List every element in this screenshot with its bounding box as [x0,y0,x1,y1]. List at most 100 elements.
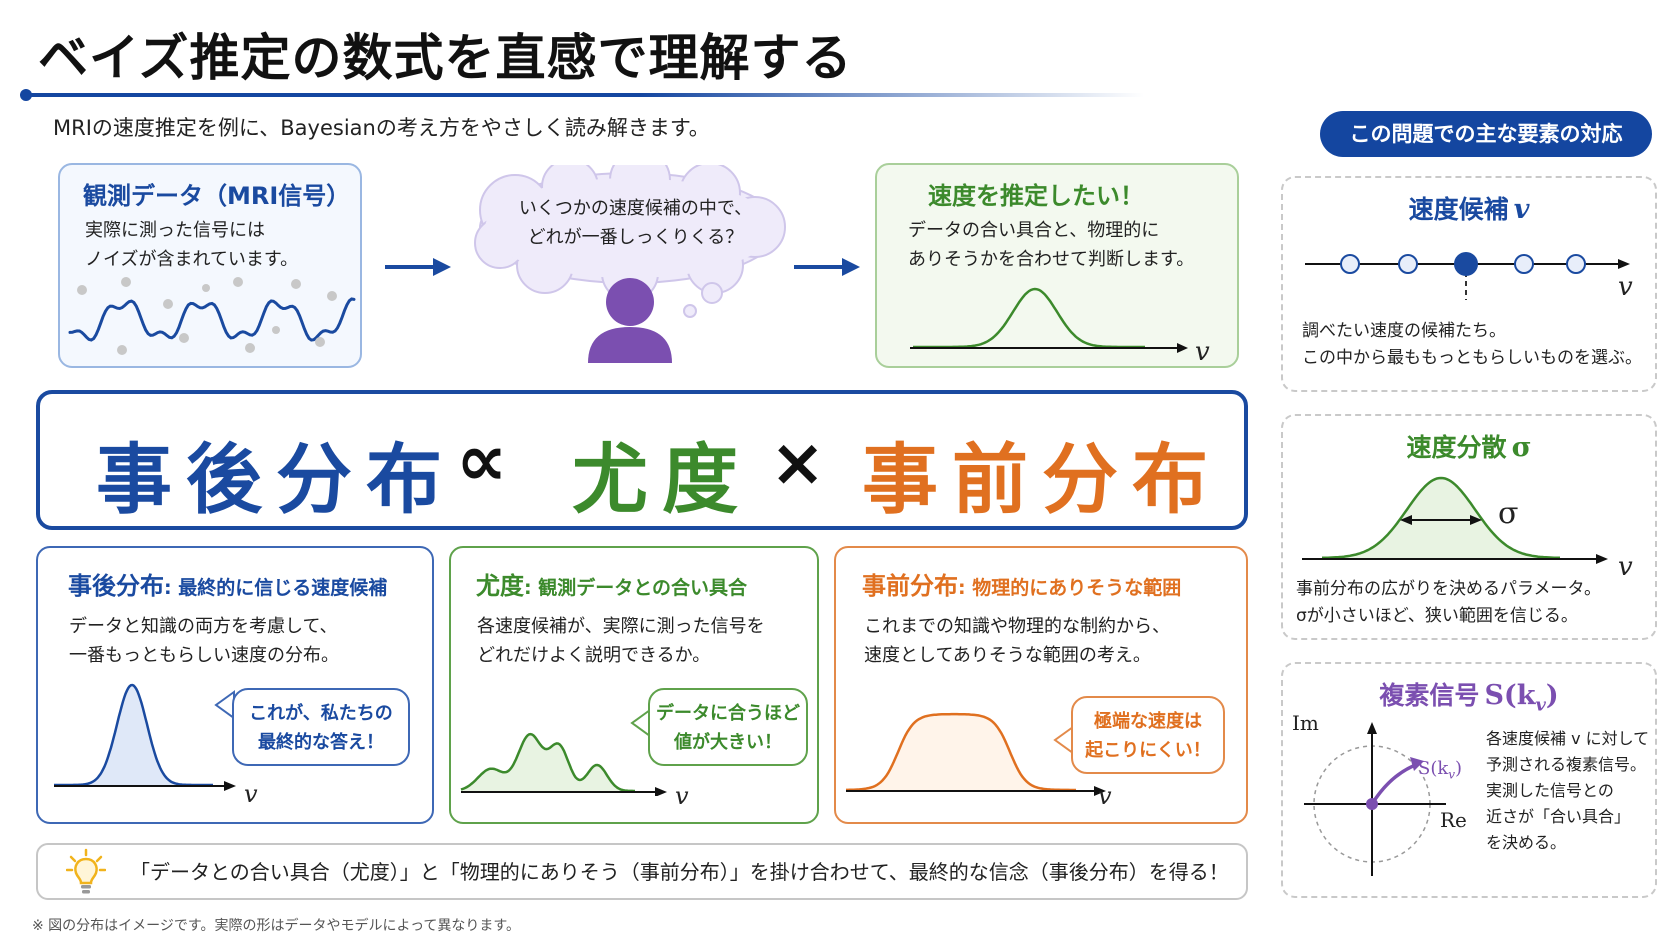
posterior-line-1: データと知識の両方を考慮して、 [69,616,338,637]
likelihood-bubble: データに合うほど 値が大きい！ [648,688,808,766]
noise-dots [77,277,337,355]
formula-posterior: 事後分布 [96,435,456,524]
sigma-line-1: 事前分布の広がりを決めるパラメータ。 [1296,579,1601,599]
velocity-line-1: 調べたい速度の候補たち。 [1302,321,1506,341]
posterior-bubble-line-2: 最終的な答え！ [258,732,384,753]
velocity-symbol: v [1513,194,1530,225]
observation-title: 観測データ（MRI信号） [83,182,351,210]
likelihood-line-1: 各速度候補が、実際に測った信号を [477,616,765,637]
complex-point-label: S(kv) [1418,758,1462,782]
page-subtitle: MRIの速度推定を例に、Bayesianの考え方をやさしく読み解きます。 [53,116,710,140]
sigma-fill [1322,478,1560,559]
prior-bubble: 極端な速度は 起こりにくい！ [1071,696,1225,774]
signal-line-1: 各速度候補 v に対して [1486,729,1650,748]
likelihood-distribution-graphic [460,732,667,796]
observation-line-2: ノイズが含まれています。 [85,249,299,270]
signal-line-5: を決める。 [1486,833,1567,852]
footnote: ※ 図の分布はイメージです。実際の形はデータやモデルによって異なります。 [32,918,520,934]
likelihood-bubble-line-2: 値が大きい！ [674,732,782,753]
page-title: ベイズ推定の数式を直感で理解する [38,29,853,87]
sigma-symbol: σ [1511,432,1532,463]
posterior-line-2: 一番もっともらしい速度の分布。 [69,645,339,666]
estimate-line-1: データの合い具合と、物理的に [908,220,1160,241]
prior-distribution-graphic [846,712,1106,796]
prior-term: 事前分布 [862,572,958,600]
estimate-title: 速度を推定したい！ [928,182,1144,210]
thinking-person-graphic [474,165,786,363]
estimate-distribution-graphic [910,287,1188,353]
signal-title: 複素信号 [1379,681,1480,710]
likelihood-card-heading: 尤度: 観測データとの合い具合 [476,566,747,601]
title-underline-dot [20,89,32,101]
formula-times-symbol: × [770,424,826,501]
signal-line-3: 実測した信号との [1486,781,1614,800]
person-icon [588,278,672,363]
prior-axis-label: v [1098,782,1112,810]
complex-plane-graphic [1304,722,1446,876]
likelihood-fill [461,734,635,792]
signal-symbol-main: S(k [1484,680,1536,711]
prior-line-1: これまでの知識や物理的な制約から、 [864,616,1170,637]
posterior-bubble-line-1: これが、私たちの [249,703,393,724]
velocity-candidates-card [1281,176,1657,392]
thought-line-2: どれが一番しっくりくる？ [527,227,744,248]
sigma-curve [1322,476,1560,560]
signal-description: 各速度候補 v に対して 予測される複素信号。 実測した信号との 近さが「合い具… [1486,726,1649,856]
complex-point-label-main: S(k [1418,758,1449,779]
posterior-fill [54,685,213,786]
prior-card-heading: 事前分布: 物理的にありそうな範囲 [862,566,1181,601]
signal-heading: 複素信号 S(kv) [1282,676,1656,715]
velocity-heading: 速度候補 v [1282,190,1656,226]
likelihood-line-2: どれだけよく説明できるか。 [477,645,711,666]
prior-curve [846,712,1076,792]
likelihood-subtitle: : 観測データとの合い具合 [524,577,748,599]
likelihood-bubble-line-1: データに合うほど [656,703,800,724]
posterior-axis-label: v [244,780,258,808]
posterior-card-heading: 事後分布: 最終的に信じる速度候補 [68,566,387,601]
signal-symbol-sub: v [1535,694,1546,716]
complex-point-label-close: ) [1455,758,1463,779]
estimate-axis-label: v [1195,337,1210,367]
noisy-signal-graphic [68,277,356,355]
prior-line-2: 速度としてありそうな範囲の考え。 [864,645,1151,666]
sigma-description: 事前分布の広がりを決めるパラメータ。 σが小さいほど、狭い範囲を信じる。 [1296,576,1601,630]
formula-propto-symbol: ∝ [456,418,508,502]
posterior-distribution-graphic [54,683,236,791]
velocity-title: 速度候補 [1408,195,1509,224]
velocity-axis-label: v [1618,272,1633,302]
title-underline [24,93,1144,97]
formula-likelihood: 尤度 [572,435,752,524]
posterior-term: 事後分布 [68,572,164,600]
thought-line-1: いくつかの速度候補の中で、 [518,198,753,219]
estimate-line-2: ありそうかを合わせて判断します。 [908,249,1195,270]
formula-box [36,390,1248,530]
posterior-curve [54,683,213,787]
signal-wave [68,297,356,342]
summary-bar [36,843,1248,900]
complex-plane-im-label: Im [1292,711,1319,735]
prior-subtitle: : 物理的にありそうな範囲 [958,577,1182,599]
likelihood-term: 尤度 [476,572,524,600]
complex-plane-re-label: Re [1440,808,1467,832]
lightbulb-icon [66,848,106,894]
velocity-candidates-axis [1305,252,1630,300]
likelihood-curve [460,732,635,793]
sidebar-heading-pill: この問題での主な要素の対応 [1320,111,1652,157]
signal-symbol: S(kv) [1484,680,1559,715]
summary-text: 「データとの合い具合（尤度）」と「物理的にありそう（事前分布）」を掛け合わせて、… [130,860,1229,884]
arrow-right-icon [385,258,451,276]
velocity-description: 調べたい速度の候補たち。 この中から最ももっともらしいものを選ぶ。 [1302,318,1642,372]
estimate-curve [913,287,1145,349]
likelihood-axis-label: v [675,782,689,810]
prior-bubble-line-1: 極端な速度は [1094,711,1202,732]
sigma-width-label: σ [1498,496,1519,531]
signal-symbol-close: ) [1545,680,1559,711]
sigma-title: 速度分散 [1406,433,1507,462]
posterior-bubble: これが、私たちの 最終的な答え！ [232,688,410,766]
formula-prior: 事前分布 [862,435,1222,524]
arrow-right-icon [794,258,860,276]
velocity-line-2: この中から最ももっともらしいものを選ぶ。 [1302,348,1642,368]
sigma-distribution-graphic [1302,476,1608,564]
posterior-subtitle: : 最終的に信じる速度候補 [164,577,388,599]
sigma-heading: 速度分散 σ [1282,428,1656,464]
